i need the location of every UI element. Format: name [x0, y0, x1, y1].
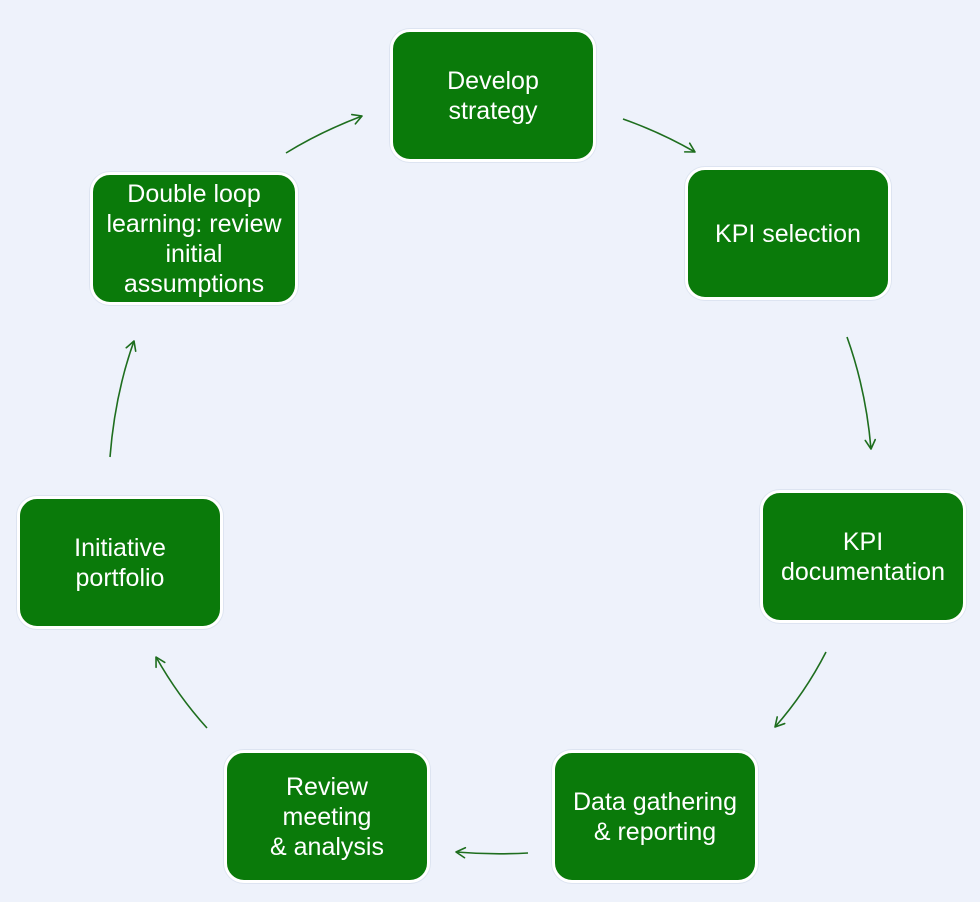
- arrow-data-gathering-to-review: [455, 846, 529, 859]
- node-label: KPI documentation: [780, 527, 945, 586]
- arrow-review-to-initiative: [155, 656, 208, 729]
- node-label: Data gathering & reporting: [572, 787, 737, 846]
- node-label: Develop strategy: [447, 66, 539, 125]
- node-develop-strategy: Develop strategy: [390, 29, 596, 162]
- node-label: Review meeting & analysis: [270, 772, 384, 861]
- arrow-double-loop-to-develop: [285, 113, 363, 154]
- node-kpi-selection: KPI selection: [685, 167, 891, 300]
- node-label: Initiative portfolio: [74, 533, 166, 592]
- node-review-meeting: Review meeting & analysis: [224, 750, 430, 883]
- arrow-initiative-to-double-loop: [109, 340, 137, 458]
- node-initiative-portfolio: Initiative portfolio: [17, 496, 223, 629]
- arrow-develop-to-kpi-selection: [622, 118, 696, 153]
- node-kpi-documentation: KPI documentation: [760, 490, 966, 623]
- arrow-kpi-selection-to-documentation: [846, 336, 877, 450]
- node-label: KPI selection: [715, 219, 861, 248]
- arrow-documentation-to-data-gathering: [774, 651, 827, 728]
- node-label: Double loop learning: review initial ass…: [106, 179, 282, 298]
- node-data-gathering: Data gathering & reporting: [552, 750, 758, 883]
- node-double-loop-learning: Double loop learning: review initial ass…: [90, 172, 298, 305]
